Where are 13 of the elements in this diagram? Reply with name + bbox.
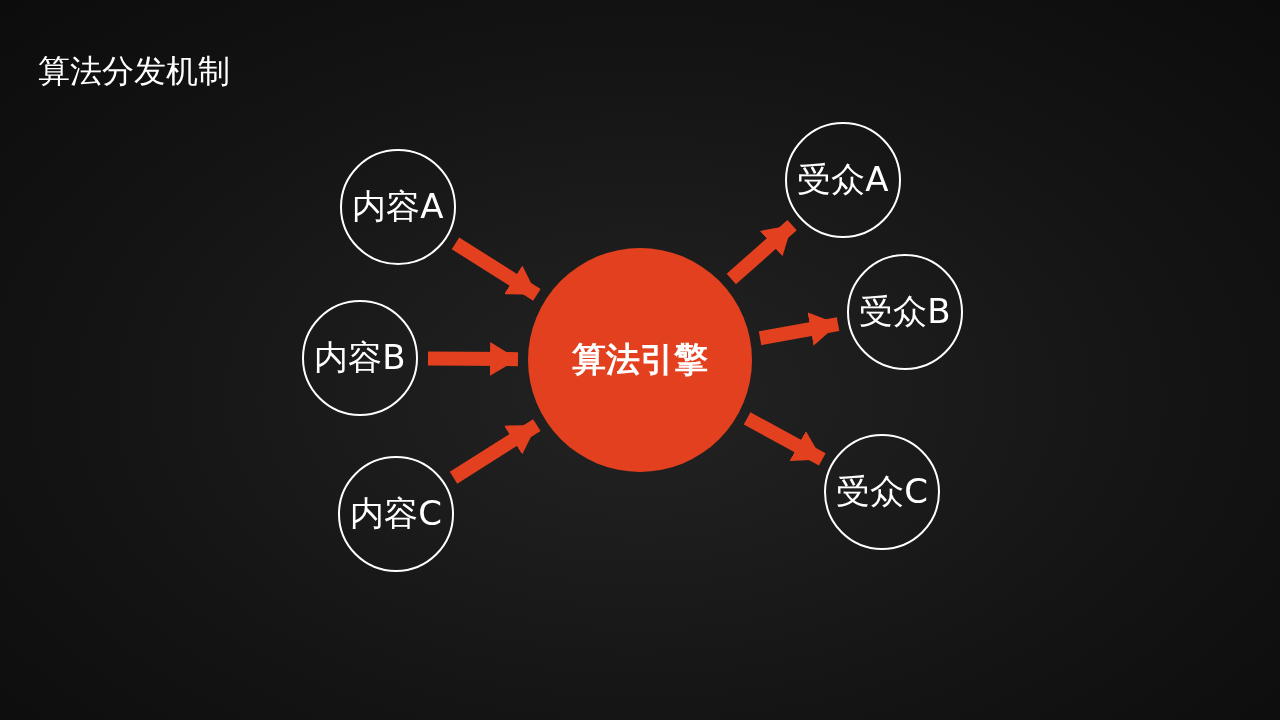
node-circle: 内容C: [338, 456, 454, 572]
node-circle: 受众A: [785, 122, 901, 238]
arrow: [743, 412, 826, 466]
node-circle: 内容A: [340, 149, 456, 265]
arrow: [451, 237, 541, 301]
node-circle: 内容B: [302, 300, 418, 416]
title: 算法分发机制: [38, 51, 230, 92]
arrow: [726, 219, 797, 285]
node-circle: 受众B: [847, 254, 963, 370]
node-circle: 受众C: [824, 434, 940, 550]
engine-circle: 算法引擎: [528, 248, 752, 472]
arrow: [449, 419, 541, 484]
arrow: [427, 341, 519, 376]
